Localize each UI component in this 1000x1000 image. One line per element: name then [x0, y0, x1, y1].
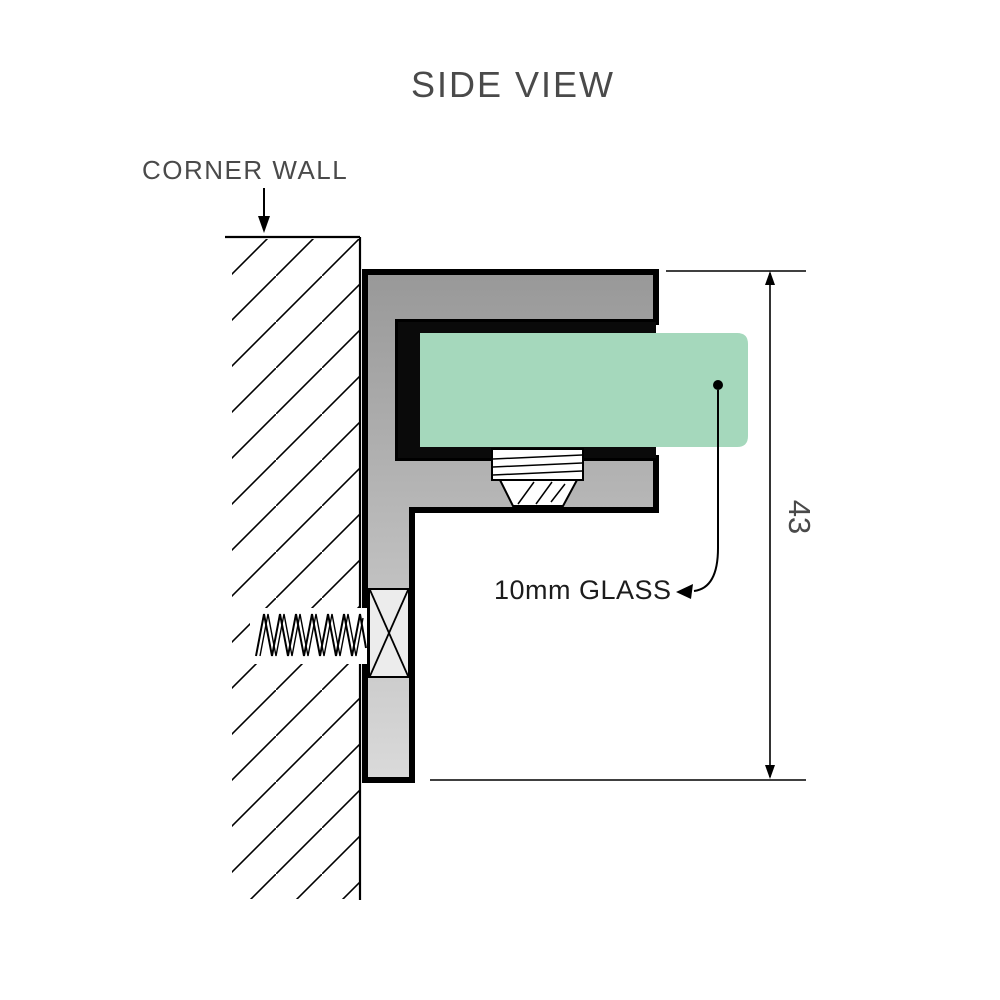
grub-screw-thread-line — [492, 454, 583, 460]
glass-callout-leader — [693, 390, 719, 592]
dimension-arrowhead-bottom — [765, 765, 775, 779]
dimension-arrowhead-top — [765, 271, 775, 285]
grub-screw-taper — [498, 479, 579, 507]
corner-wall-label: CORNER WALL — [142, 155, 348, 185]
grub-screw-hatch-line — [550, 483, 566, 503]
glass-panel — [420, 333, 748, 447]
glass-callout-dot — [713, 380, 723, 390]
wall-hatching — [232, 239, 360, 899]
corner-wall-callout: CORNER WALL — [142, 155, 348, 233]
grub-screw-hatch-line — [517, 481, 535, 505]
screw-head-cross — [369, 589, 409, 677]
screw-thread — [255, 613, 367, 657]
grub-screw-thread-line — [492, 462, 583, 468]
corner-wall-arrowhead — [258, 216, 270, 233]
mounting-screw — [250, 588, 410, 678]
diagram-title: SIDE VIEW — [411, 64, 615, 105]
glass-callout-arrowhead — [676, 584, 693, 599]
grub-screw — [491, 448, 584, 507]
dimension-value: 43 — [782, 500, 817, 534]
dimension-43: 43 — [430, 270, 817, 781]
glass-callout: 10mm GLASS — [494, 380, 723, 605]
grub-screw-hatch-line — [535, 481, 553, 505]
glass-callout-label: 10mm GLASS — [494, 575, 672, 605]
screw-thread-coil — [259, 613, 364, 657]
grub-screw-thread-line — [492, 470, 583, 476]
corner-wall — [225, 235, 362, 900]
